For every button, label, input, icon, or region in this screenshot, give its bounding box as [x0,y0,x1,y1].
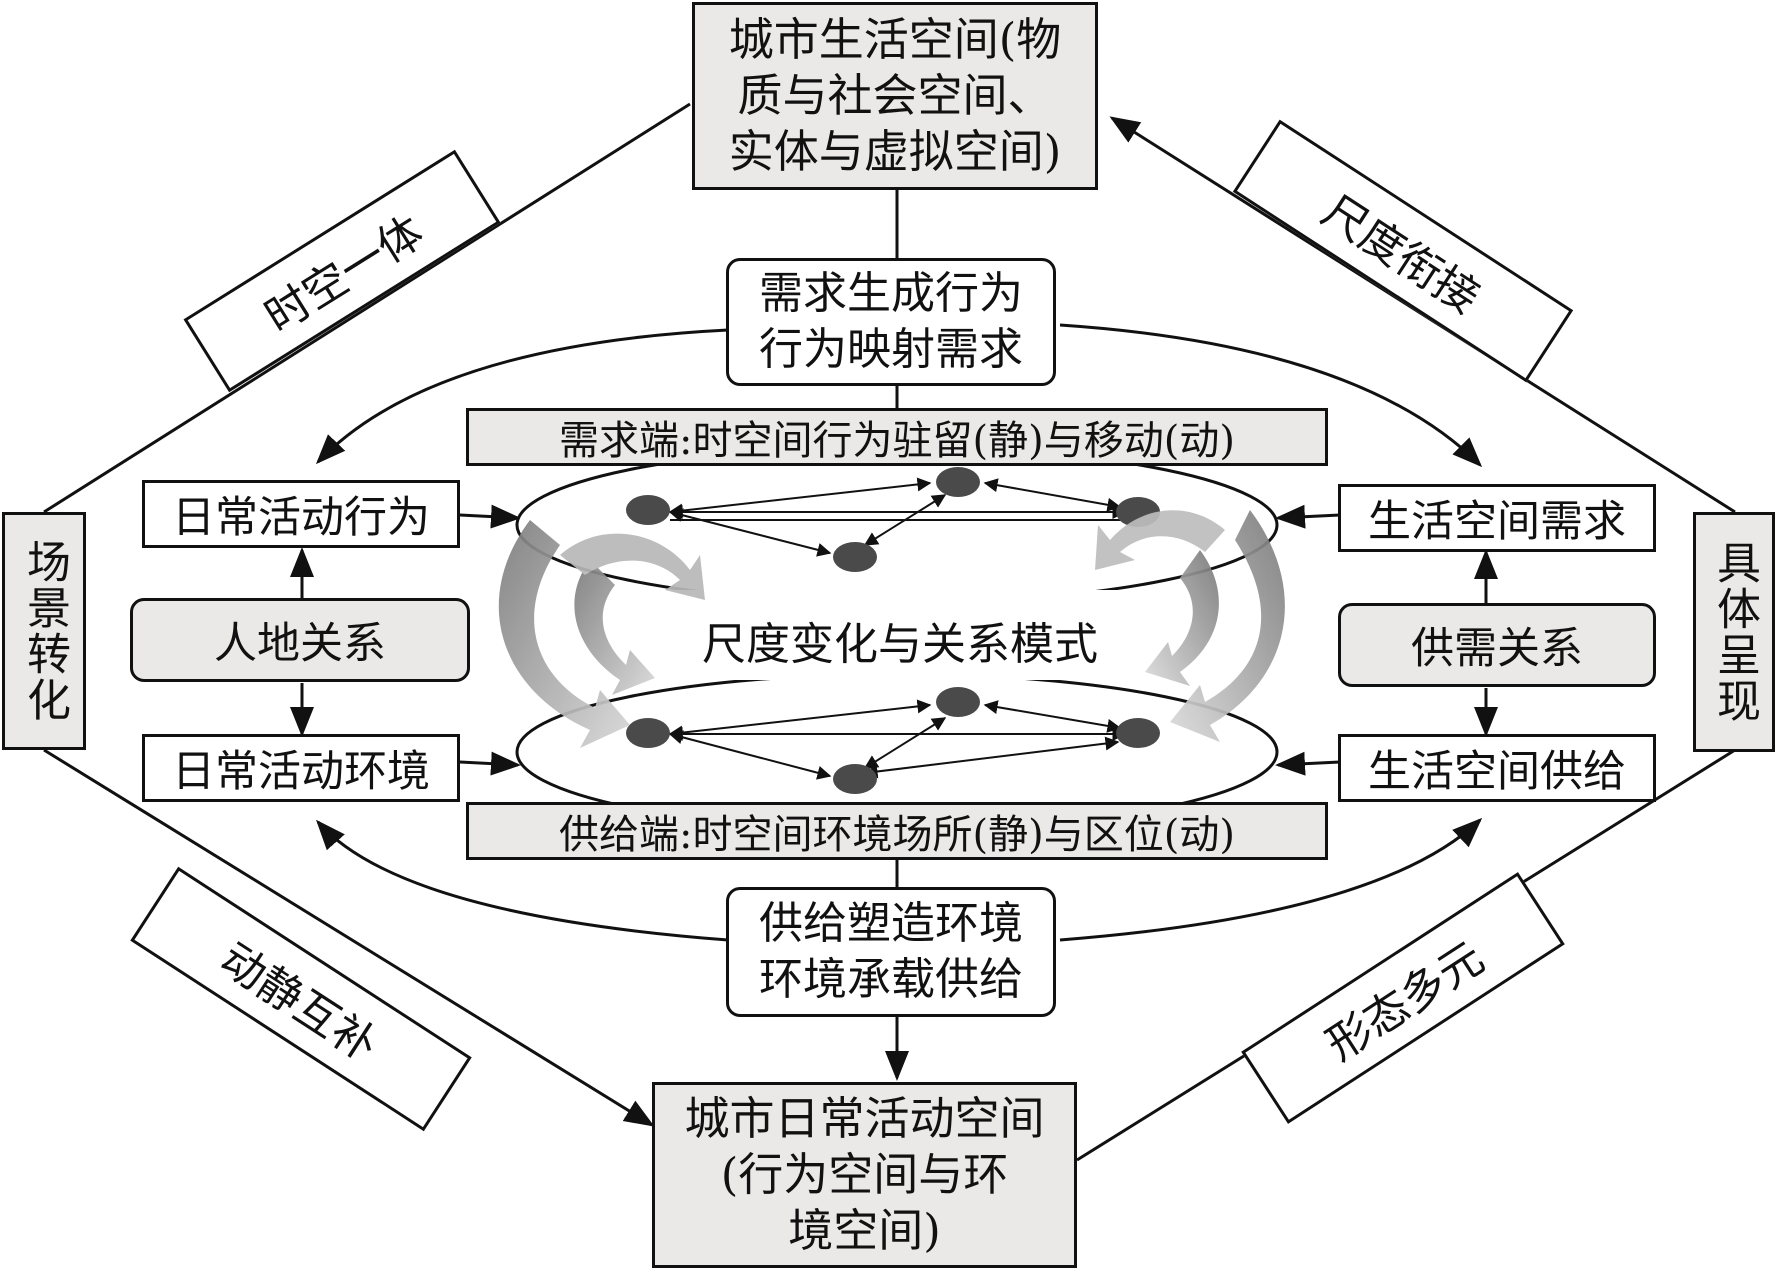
swirl-left [498,520,705,748]
daily-activity-space-line-2: (行为空间与环 [720,1148,1009,1201]
supply-environment-box: 供给塑造环境 环境承载供给 [726,887,1056,1017]
diamond-line-top-left [43,102,691,514]
arrow-behavior-to-ellipse [459,504,521,529]
arrow-supply-to-ellipse [1275,751,1341,776]
life-demand-box: 生活空间需求 [1338,484,1656,552]
urban-life-space-line-1: 城市生活空间(物 [728,13,1062,66]
urban-daily-activity-space-box: 城市日常活动空间 (行为空间与环 境空间) [652,1082,1077,1268]
node-u1 [626,495,670,525]
supply-network [668,699,1127,780]
concrete-present-box: 具体呈现 [1693,512,1775,752]
node-l1 [626,718,670,748]
urban-life-space-line-2: 质与社会空间、 [737,69,1053,122]
node-u4 [833,542,877,572]
node-l3 [1116,718,1160,748]
demand-behavior-box: 需求生成行为 行为映射需求 [726,258,1056,386]
arc-supply-right [1059,817,1483,942]
supply-environment-line-2: 环境承载供给 [759,954,1023,1005]
supply-demand-box: 供需关系 [1338,603,1656,687]
diamond-line-bottom-left [43,748,655,1127]
node-l2 [936,687,980,717]
urban-life-space-line-3: 实体与虚拟空间) [728,125,1062,178]
daily-activity-space-line-3: 境空间) [788,1204,941,1257]
human-land-box: 人地关系 [130,598,470,682]
arc-demand-right [1059,323,1483,468]
supply-side-banner: 供给端:时空间环境场所(静)与区位(动) [466,802,1328,860]
center-label: 尺度变化与关系模式 [702,619,1098,670]
arc-demand-left [315,328,729,465]
demand-behavior-line-2: 行为映射需求 [759,324,1023,375]
arrow-demand-to-ellipse [1275,504,1341,529]
swirl-right [1095,510,1285,742]
center-band [560,590,1240,680]
supply-side-text: 供给端:时空间环境场所(静)与区位(动) [559,812,1235,858]
daily-activity-space-line-1: 城市日常活动空间 [684,1092,1045,1145]
arrow-environment-to-ellipse [459,751,521,776]
supply-environment-line-1: 供给塑造环境 [759,898,1023,949]
demand-behavior-line-1: 需求生成行为 [759,268,1023,319]
scene-transform-box: 场景转化 [2,512,86,750]
arc-supply-left [316,819,729,942]
daily-environment-box: 日常活动环境 [142,734,460,802]
node-u2 [936,467,980,497]
life-supply-box: 生活空间供给 [1338,734,1656,802]
demand-network [668,477,1127,557]
node-l4 [833,764,877,794]
demand-side-text: 需求端:时空间行为驻留(静)与移动(动) [559,418,1235,464]
urban-life-space-box: 城市生活空间(物 质与社会空间、 实体与虚拟空间) [692,2,1098,190]
demand-side-banner: 需求端:时空间行为驻留(静)与移动(动) [466,408,1328,466]
daily-behavior-box: 日常活动行为 [142,480,460,548]
